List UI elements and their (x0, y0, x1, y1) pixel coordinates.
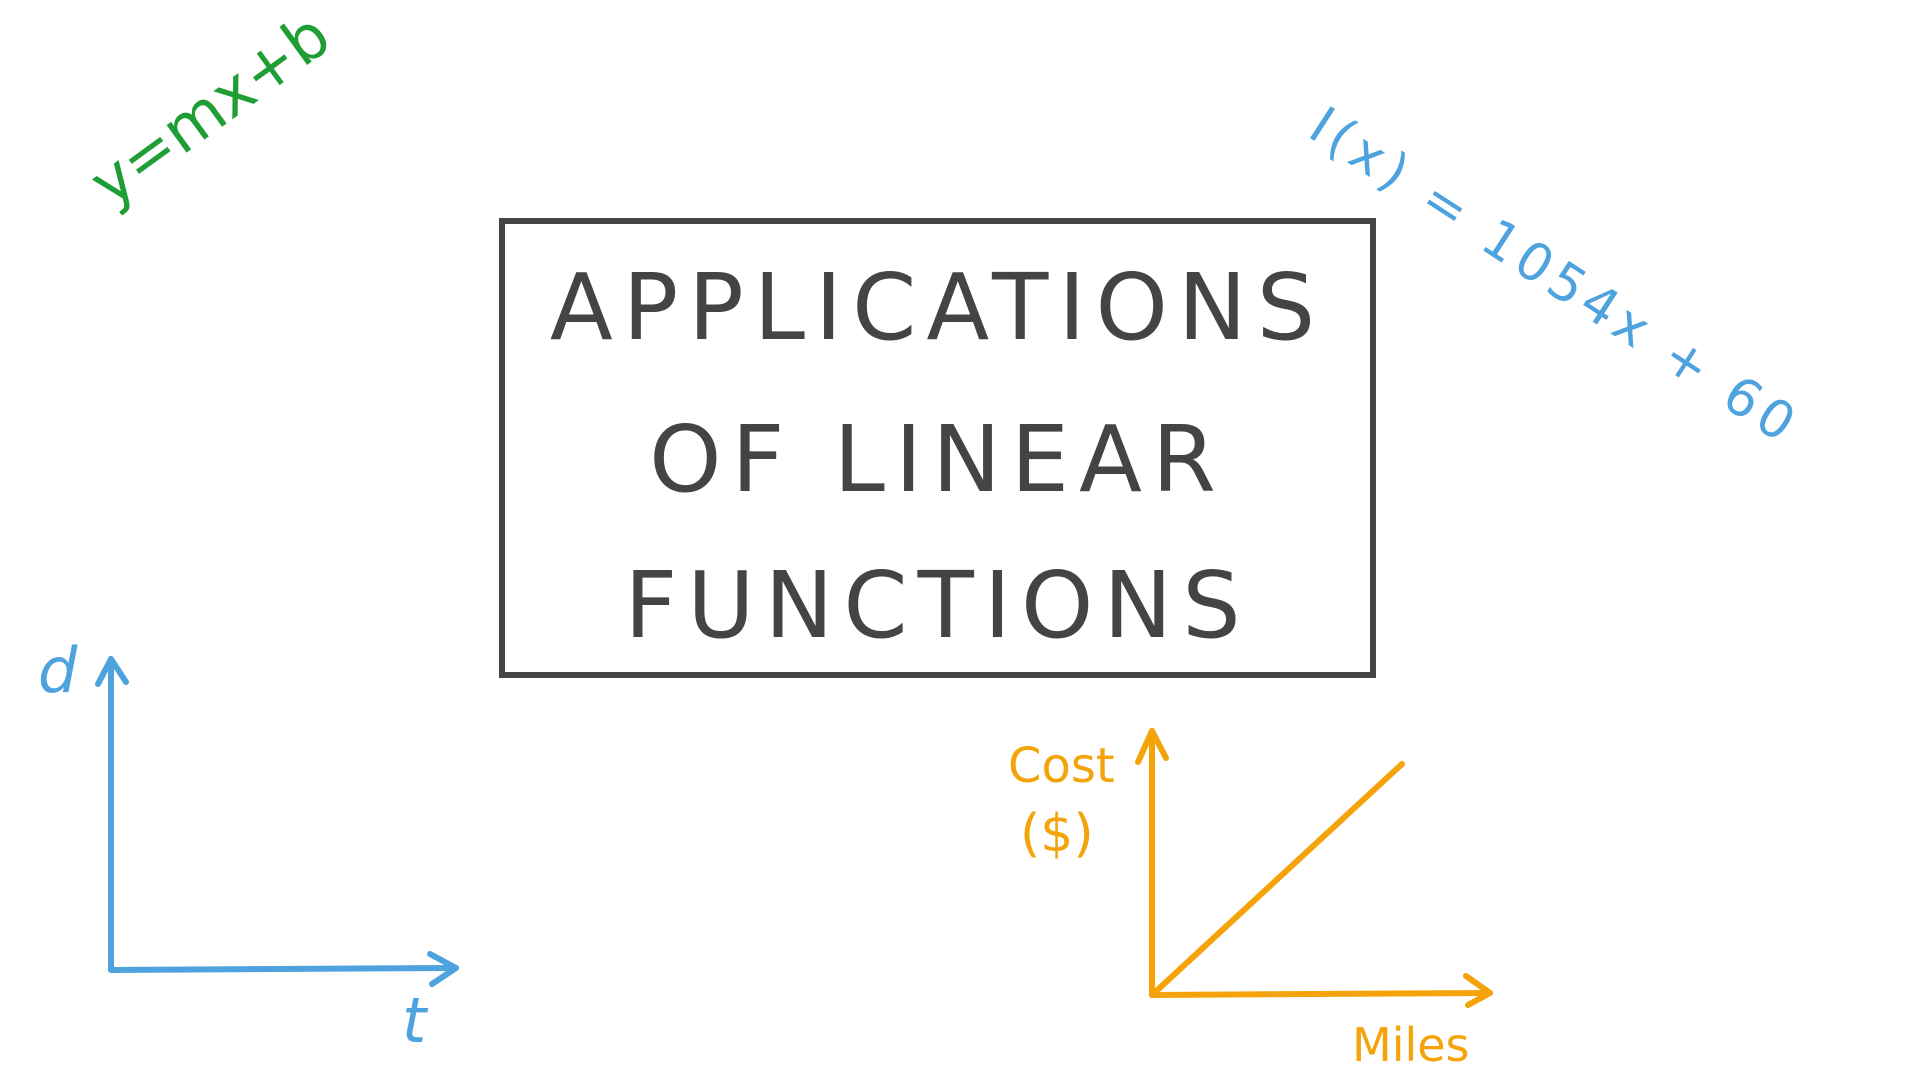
miles-axis-arrowhead-icon (1463, 973, 1493, 1008)
t-axis (108, 965, 459, 973)
miles-axis (1149, 990, 1493, 998)
title-line-3: FUNCTIONS (624, 552, 1251, 659)
title-box: APPLICATIONS OF LINEAR FUNCTIONS (499, 218, 1376, 678)
title-line-1: APPLICATIONS (549, 254, 1326, 361)
t-axis-arrowhead-icon (427, 951, 459, 987)
title-line-2: OF LINEAR (649, 406, 1226, 513)
cost-axis-arrowhead-icon (1135, 728, 1169, 765)
d-axis-label: d (38, 634, 78, 707)
d-axis-arrowhead-icon (95, 656, 129, 687)
cost-line (1149, 761, 1405, 998)
miles-axis-label: Miles (1352, 1018, 1470, 1072)
t-axis-label: t (402, 984, 427, 1057)
cost-axis-label: Cost (1008, 738, 1115, 794)
cost-axis-unit-label: ($) (1020, 804, 1094, 864)
cost-miles-graph (1135, 728, 1493, 1008)
distance-time-graph (95, 656, 459, 987)
